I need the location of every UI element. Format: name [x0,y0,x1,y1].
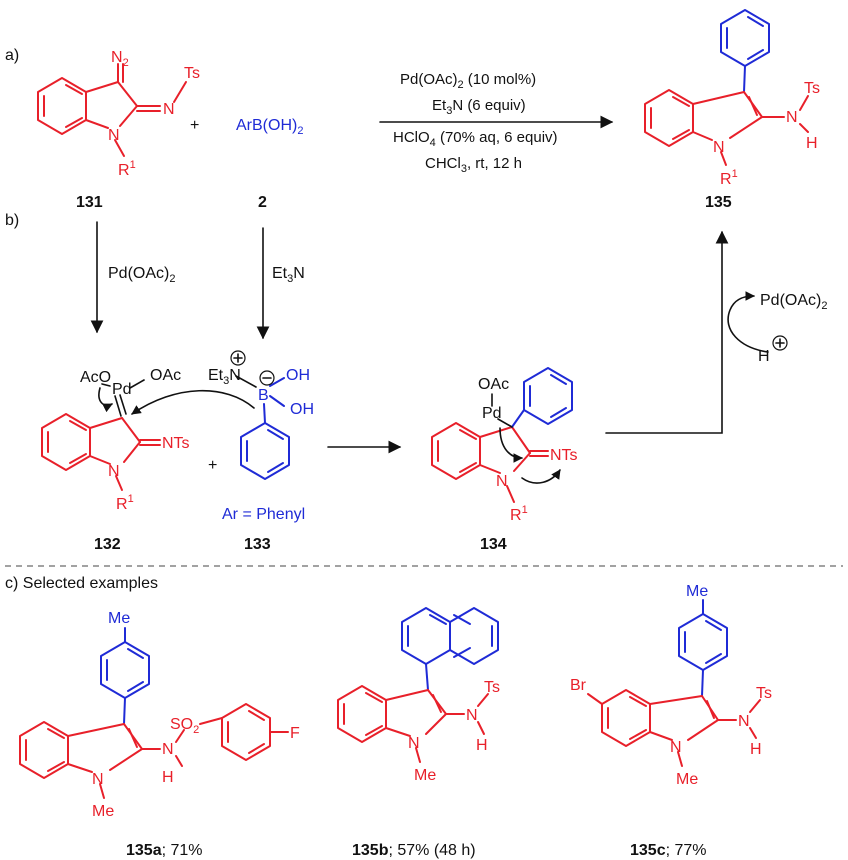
curved-arrow-transmetalation [131,389,255,415]
atom-h-135c: H [750,741,762,758]
atom-me-135c-top: Me [686,583,708,600]
compound-label-2: 2 [258,194,267,211]
condition-2: Et3N (6 equiv) [432,97,526,117]
atom-ts-135: Ts [804,80,820,97]
structure-131 [37,63,187,157]
section-a-label: a) [5,47,19,64]
atom-b-133: B [258,387,269,404]
atom-n1-135a: N [92,771,104,788]
atom-me-135a-top: Me [108,610,130,627]
atom-so2-135a: SO2 [170,716,199,736]
compound-label-135: 135 [705,194,732,211]
reagent-arboh2: ArB(OH)2 [236,117,303,137]
atom-pd-134: Pd [482,405,502,422]
atom-ts-131: Ts [184,65,200,82]
minus-charge-icon [259,370,275,386]
curved-arrow-aco [98,387,113,413]
reagent-pdoac2-step: Pd(OAc)2 [108,265,175,285]
plus-1: + [190,117,199,134]
section-b-label: b) [5,212,19,229]
compound-label-134: 134 [480,536,507,553]
example-label-135b: 135b; 57% (48 h) [352,842,476,859]
atom-oh2-133: OH [290,401,314,418]
arrow-134-to-135 [605,230,729,434]
plus-2: + [208,457,217,474]
curved-arrow-pd-shift [499,427,523,463]
compound-label-132: 132 [94,536,121,553]
atom-h-in: H [758,348,770,365]
compound-label-131: 131 [76,194,103,211]
structure-134 [431,367,573,503]
atom-me-135a: Me [92,803,114,820]
atom-et3n-133: Et3N [208,367,241,387]
condition-3: HClO4 (70% aq, 6 equiv) [393,129,558,149]
atom-n1-135c: N [670,739,682,756]
structure-135a [19,627,289,799]
curved-arrow-pd-release [727,291,769,353]
atom-r1-135: R1 [720,168,738,188]
atom-ts-135c: Ts [756,685,772,702]
atom-n-135: N [786,109,798,126]
atom-nts-134: NTs [550,447,578,464]
atom-r1-132: R1 [116,493,134,513]
atom-h-135a: H [162,769,174,786]
plus-charge-icon [230,350,246,366]
atom-nh-135b: N [466,707,478,724]
ar-definition: Ar = Phenyl [222,506,305,523]
atom-nh-135a: N [162,741,174,758]
structure-135b [337,607,499,763]
atom-n1-131: N [108,127,120,144]
atom-nh-135c: N [738,713,750,730]
atom-n-131: N [163,101,175,118]
structure-133 [235,375,290,480]
example-label-135c: 135c; 77% [630,842,707,859]
atom-pd-132: Pd [112,381,132,398]
atom-oh1-133: OH [286,367,310,384]
atom-h-135: H [806,135,818,152]
atom-n1-135b: N [408,735,420,752]
atom-r1-134: R1 [510,504,528,524]
compound-label-133: 133 [244,536,271,553]
atom-f-135a: F [290,725,300,742]
atom-oac-132: OAc [150,367,181,384]
atom-nts-132: NTs [162,435,190,452]
reagent-et3n-step: Et3N [272,265,305,285]
proton-charge-icon [772,335,788,351]
atom-br-135c: Br [570,677,587,694]
atom-me-135c: Me [676,771,698,788]
atom-n2-131: N2 [111,49,129,69]
atom-h-135b: H [476,737,488,754]
atom-n-132: N [108,463,120,480]
atom-n1-135: N [713,139,725,156]
structure-135c [587,599,761,767]
atom-r1-131: R1 [118,159,136,179]
atom-n-134: N [496,473,508,490]
example-label-135a: 135a; 71% [126,842,203,859]
atom-pdoac2-out: Pd(OAc)2 [760,292,827,312]
condition-1: Pd(OAc)2 (10 mol%) [400,71,536,91]
atom-aco-132: AcO [80,369,111,386]
atom-ts-135b: Ts [484,679,500,696]
structure-135 [644,9,809,166]
atom-oac-134: OAc [478,376,509,393]
structure-132 [41,379,161,491]
section-c-label: c) Selected examples [5,575,158,592]
condition-4: CHCl3, rt, 12 h [425,155,522,175]
atom-me-135b: Me [414,767,436,784]
curved-arrow-n-shift [521,469,561,484]
